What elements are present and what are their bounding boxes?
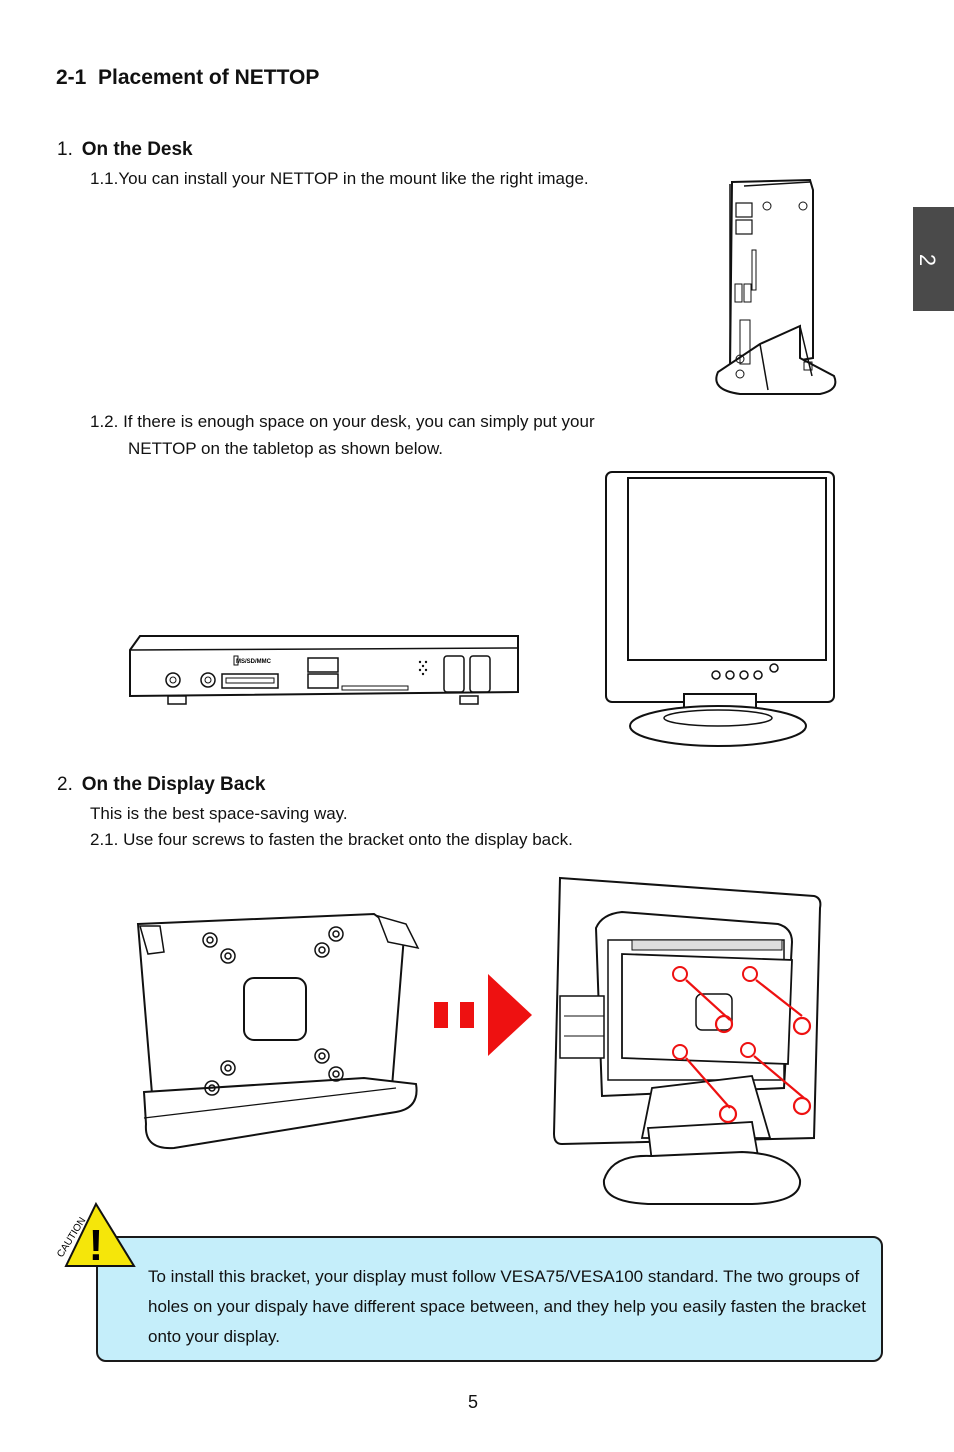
red-arrow-icon — [434, 974, 532, 1056]
display-back-title: On the Display Back — [81, 774, 266, 795]
section-title: Placement of NETTOP — [98, 66, 320, 89]
desk-title: On the Desk — [81, 139, 193, 160]
section-number: 2-1 — [56, 66, 87, 89]
page-number: 5 — [468, 1392, 479, 1412]
desk-item-1-2-line1: 1.2. If there is enough space on your de… — [90, 412, 595, 431]
chapter-tab-label: 2 — [915, 253, 941, 267]
mounting-bracket-illustration — [136, 912, 420, 1150]
section-heading: 2-1 Placement of NETTOP — [56, 66, 319, 90]
desk-number: 1. — [57, 139, 73, 160]
nettop-vertical-illustration — [715, 178, 837, 395]
display-back-item-2-1: 2.1. Use four screws to fasten the brack… — [90, 830, 573, 849]
caution-symbol: ! — [89, 1221, 104, 1270]
caution-warning-icon: ! CAUTION — [55, 1201, 136, 1270]
display-back-heading: 2. On the Display Back — [57, 774, 265, 796]
card-reader-label: MS/SD/MMC — [236, 659, 272, 665]
monitor-front-illustration — [605, 471, 835, 747]
desk-heading: 1. On the Desk — [57, 139, 193, 161]
nettop-horizontal-illustration: MS/SD/MMC — [129, 635, 519, 705]
desk-item-1-1: 1.1.You can install your NETTOP in the m… — [90, 169, 589, 188]
display-back-number: 2. — [57, 774, 73, 795]
display-back-illustration — [552, 876, 822, 1205]
caution-text: To install this bracket, your display mu… — [148, 1267, 866, 1346]
chapter-tab: 2 — [913, 207, 954, 311]
caution-box — [96, 1236, 883, 1362]
desk-item-1-2-line2: NETTOP on the tabletop as shown below. — [128, 439, 444, 458]
display-back-intro: This is the best space-saving way. — [90, 804, 348, 823]
